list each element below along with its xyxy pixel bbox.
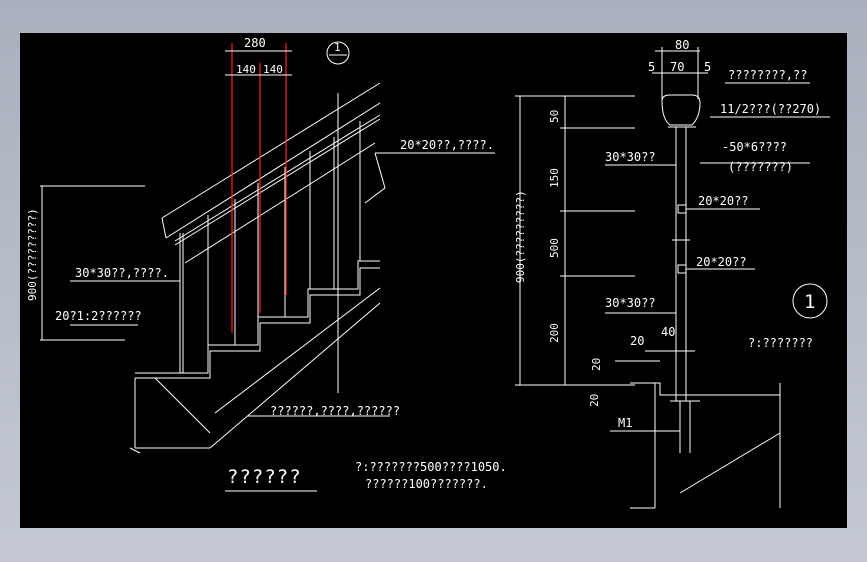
dim-5-right: 5 [704, 60, 711, 74]
concrete-hatch [679, 432, 781, 494]
handrail-profile [661, 94, 701, 126]
handrail-bottom-edge [165, 102, 381, 239]
dim-20b: 20 [590, 358, 603, 371]
label-m1: M1 [618, 416, 632, 430]
left-stair-elevation [40, 41, 495, 492]
dim-20a: 20 [630, 334, 644, 348]
handrail-end [161, 217, 167, 239]
section-number-circle [792, 283, 828, 319]
rail-top-inner [174, 118, 381, 246]
dim-70: 70 [670, 60, 684, 74]
floor-line [630, 382, 780, 396]
label-baluster-top: 20*20??,????. [400, 138, 494, 152]
dim-20c: 20 [588, 394, 601, 407]
slab-break [129, 447, 141, 454]
dim-140-right: 140 [263, 63, 283, 76]
stair-steps [135, 267, 380, 379]
dim-900-label: 900(?????????) [514, 190, 527, 283]
label-tread: ??????,????,?????? [270, 404, 400, 418]
label-rail-top: 30*30?? [605, 150, 656, 164]
drawing-title: ?????? [227, 466, 302, 488]
label-baluster-1: 20*20?? [698, 194, 749, 208]
stair-steps-top [135, 260, 380, 374]
right-section-detail [515, 47, 830, 509]
note-line-1: ?:???????500????1050. [355, 460, 507, 474]
inner-rail [184, 142, 376, 264]
label-flat: 20?1:2?????? [55, 309, 142, 323]
section-caption: ?:??????? [748, 336, 813, 350]
baluster-tab-1 [677, 204, 687, 214]
section-marker-circle [326, 41, 350, 65]
cad-drawing-canvas: 280 140 140 1 20*20??,????. 30*30??,????… [20, 33, 847, 528]
dim-140-left: 140 [236, 63, 256, 76]
dim-280: 280 [244, 36, 266, 50]
section-number: 1 [804, 291, 816, 313]
slab-hatch [154, 377, 211, 434]
dim-5-left: 5 [648, 60, 655, 74]
label-plate-sub: (???????) [728, 160, 793, 174]
label-bolt: 11/2???(??270) [720, 102, 821, 116]
dim-80: 80 [675, 38, 689, 52]
stair-slab [214, 287, 381, 414]
label-rail-bottom: 30*30?? [605, 296, 656, 310]
label-rail: 30*30??,????. [75, 266, 169, 280]
leader-pointer [364, 152, 386, 204]
label-height: 900(?????????) [26, 208, 39, 301]
label-plate: -50*6???? [722, 140, 787, 154]
baluster-tab-2 [677, 264, 687, 274]
dim-40: 40 [661, 325, 675, 339]
label-handrail: ????????,?? [728, 68, 807, 82]
label-baluster-2: 20*20?? [696, 255, 747, 269]
stair-railing-drawing: 280 140 140 1 20*20??,????. 30*30??,????… [26, 36, 830, 509]
stair-underside [209, 302, 381, 449]
dim-200: 200 [548, 323, 561, 343]
rail-top [174, 114, 381, 242]
section-marker-number: 1 [334, 41, 341, 54]
dim-50: 50 [548, 110, 561, 123]
dim-150: 150 [548, 168, 561, 188]
dim-500: 500 [548, 238, 561, 258]
note-line-2: ??????100???????. [365, 477, 488, 491]
handrail-top-edge [161, 82, 381, 219]
